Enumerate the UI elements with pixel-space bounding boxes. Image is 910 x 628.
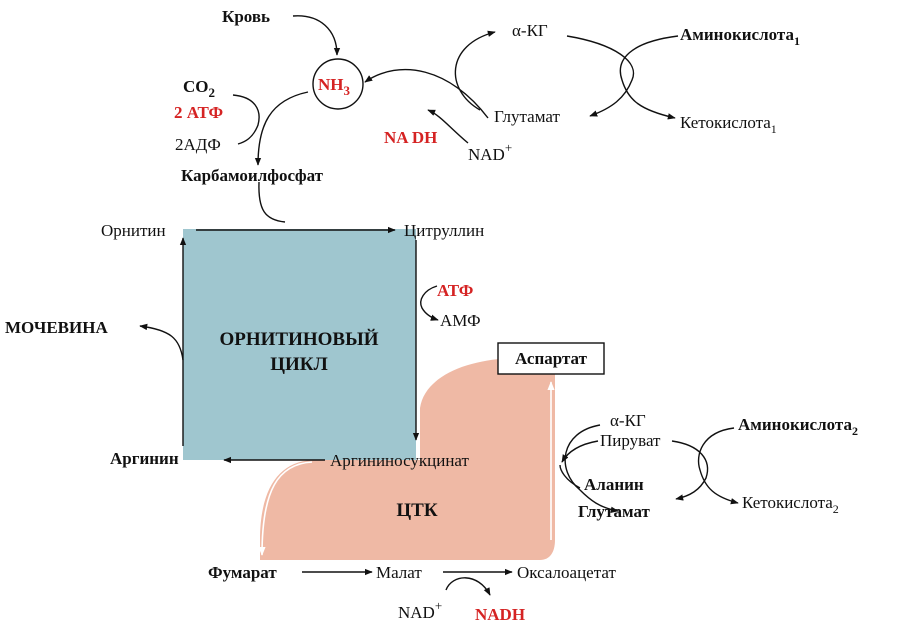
pyruvate-to-alanine-arrow — [671, 440, 709, 501]
nad-bottom-label: NAD+ — [398, 598, 442, 622]
blood-to-nh3-arrow — [292, 15, 341, 56]
aminoacid1-label: Аминокислота1 — [680, 25, 800, 48]
atp-to-amp-arrow — [420, 285, 439, 321]
urea-label: МОЧЕВИНА — [5, 318, 108, 337]
nad-to-nadh-top-arrow — [427, 109, 469, 144]
nadh-top-label: NA DH — [384, 128, 437, 147]
nadh-bottom-label: NADH — [475, 605, 525, 624]
akg-right-label: α-КГ — [610, 411, 646, 430]
oxaloacetate-label: Оксалоацетат — [517, 563, 616, 582]
akg-glutamate-loop-arrow — [454, 30, 496, 111]
carbamoyl-phosphate-label: Карбамоилфосфат — [181, 166, 324, 185]
glutamate-top-label: Глутамат — [494, 107, 560, 126]
arginine-to-urea-arrow — [139, 323, 184, 361]
aspartate-box — [497, 342, 605, 375]
ornithine-cycle-region — [183, 229, 416, 460]
pyruvate-to-aspartate-arrow — [561, 440, 599, 463]
aminoacid2-label: Аминокислота2 — [738, 415, 858, 438]
glutamate-right-label: Глутамат — [578, 502, 651, 521]
ornithine-label: Орнитин — [101, 221, 166, 240]
fumarate-label: Фумарат — [208, 563, 277, 582]
alanine-label: Аланин — [584, 475, 644, 494]
ketoacid1-label: Кетокислота1 — [680, 113, 777, 136]
aminoacid1-to-akg-arrow — [619, 35, 679, 120]
atp-label: АТФ — [437, 281, 473, 300]
nh3-label: NH3 — [318, 75, 351, 98]
atp2-label: 2 АТФ — [174, 103, 223, 122]
nh3-to-carbamoyl-arrow — [254, 91, 309, 166]
akg-to-glutamate-arrow — [566, 35, 635, 117]
pyruvate-label: Пируват — [600, 431, 661, 450]
malate-label: Малат — [376, 563, 422, 582]
nad-to-nadh-bottom-arrow — [445, 577, 491, 596]
co2-label: CO2 — [183, 77, 215, 100]
aminoacid2-to-pyruvate-arrow — [697, 427, 739, 505]
tca-fumarate-arrow — [258, 461, 313, 556]
adp2-label: 2АДФ — [175, 135, 221, 154]
nh3-circle — [312, 58, 364, 110]
tca-region — [260, 358, 555, 560]
argininosuccinate-label: Аргининосукцинат — [330, 451, 470, 470]
akg-top-label: α-КГ — [512, 21, 548, 40]
amp-label: АМФ — [440, 311, 481, 330]
blood-label: Кровь — [222, 7, 270, 26]
carbamoyl-to-citrulline-arrow — [258, 181, 286, 223]
glutamate-to-nh3-arrow — [364, 68, 489, 119]
ketoacid2-label: Кетокислота2 — [742, 493, 839, 516]
tca-label: ЦТК — [396, 500, 437, 521]
cycle-title-line2: ЦИКЛ — [270, 354, 328, 375]
citrulline-label: Цитруллин — [404, 221, 484, 240]
cycle-title-line1: ОРНИТИНОВЫЙ — [219, 328, 378, 350]
aspartate-label: Аспартат — [515, 349, 588, 368]
nad-top-label: NAD+ — [468, 140, 512, 164]
atp-consumption-arc — [232, 94, 260, 145]
arginine-label: Аргинин — [110, 449, 179, 468]
alanine-to-aspartate-arrow — [559, 464, 581, 489]
